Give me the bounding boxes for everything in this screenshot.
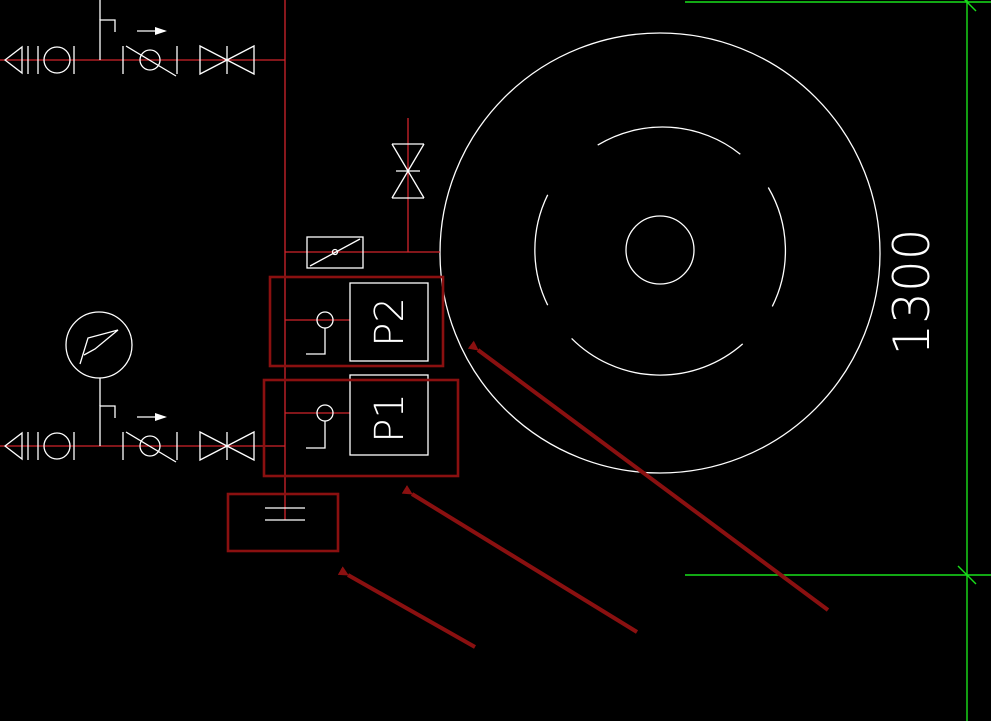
arrow-to-p2 bbox=[467, 340, 830, 612]
tank-center-circle bbox=[625, 215, 695, 285]
highlight-boxes bbox=[226, 275, 460, 553]
upper-line-fittings bbox=[3, 0, 255, 77]
annotation-arrows bbox=[337, 340, 830, 649]
pump-p2: P2 bbox=[306, 282, 429, 362]
arrow-to-drain bbox=[337, 566, 476, 649]
lower-line-fittings bbox=[3, 378, 255, 463]
pump-p1-label: P1 bbox=[367, 393, 413, 443]
highlight-box-p1 bbox=[262, 378, 460, 478]
tank-outer-circle bbox=[439, 32, 881, 474]
flow-switch-icon bbox=[306, 236, 364, 269]
pump-p2-label: P2 bbox=[367, 297, 413, 347]
drain-symbol-icon bbox=[265, 507, 305, 521]
dimension-label: 1300 bbox=[883, 228, 941, 355]
tank-plan-view bbox=[439, 32, 881, 474]
tank-inner-arcs bbox=[534, 126, 787, 376]
arrow-to-p1 bbox=[401, 485, 639, 634]
pump-p1: P1 bbox=[306, 374, 429, 456]
pressure-gauge-icon bbox=[65, 311, 133, 379]
dimension-lines bbox=[685, 0, 991, 721]
tank-feed-valve-icon bbox=[391, 143, 425, 199]
highlight-box-p2 bbox=[268, 275, 445, 368]
highlight-box-drain bbox=[226, 492, 340, 553]
